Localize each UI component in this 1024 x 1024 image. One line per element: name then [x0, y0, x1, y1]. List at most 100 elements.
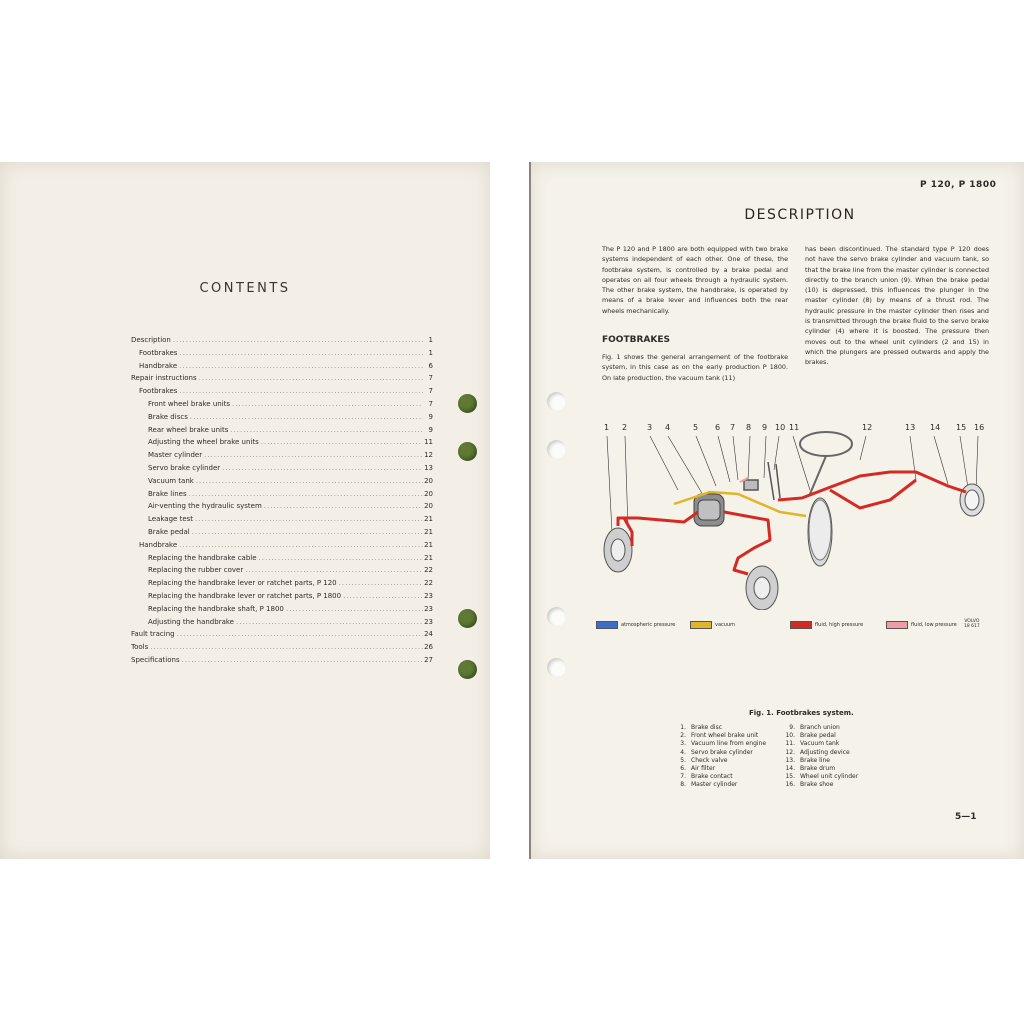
toc-entry: Replacing the rubber cover22 — [131, 565, 433, 575]
part-name: Master cylinder — [691, 781, 738, 789]
part-list-item: 12.Adjusting device — [781, 749, 891, 757]
toc-entry-label: Air-venting the hydraulic system — [148, 502, 262, 511]
part-number: 9. — [789, 724, 795, 731]
toc-entry-page: 23 — [424, 592, 433, 600]
binder-hole — [547, 392, 566, 411]
toc-entry-label: Front wheel brake units — [148, 400, 231, 408]
part-number: 11. — [785, 740, 795, 748]
toc-entry: Footbrakes1 — [131, 348, 433, 358]
diagram-callout-number: 15 — [956, 423, 967, 432]
toc-entry-page: 24 — [424, 630, 433, 639]
binder-hole — [547, 658, 566, 677]
toc-entry-label: Brake discs — [148, 412, 188, 421]
toc-entry-page: 13 — [424, 464, 433, 472]
toc-entry-label: Footbrakes — [139, 387, 178, 396]
toc-entry-page: 27 — [424, 656, 433, 664]
legend-high-pressure: fluid, high pressure — [790, 620, 863, 630]
toc-entry-page: 1 — [428, 336, 433, 344]
part-list-item: 13. Brake line — [781, 757, 891, 765]
diagram-callout-number: 5 — [693, 423, 699, 432]
rear-right-drum — [959, 483, 985, 517]
toc-entry-page: 20 — [424, 489, 433, 498]
brake-lines-high-pressure — [616, 470, 967, 576]
vacuum-tank — [808, 499, 832, 561]
toc-entry-page: 7 — [428, 400, 433, 408]
toc-entry-label: Adjusting the wheel brake units — [148, 438, 259, 447]
part-list-item: 8.Master cylinder — [672, 781, 782, 789]
toc-entry: Repair instructions7 — [131, 373, 433, 383]
toc-entry-page: 11 — [424, 438, 433, 447]
toc-entry-page: 23 — [424, 604, 433, 613]
diagram-callout-number: 7 — [730, 423, 736, 432]
toc-entry-label: Replacing the handbrake shaft, P 1800 — [148, 604, 284, 613]
toc-entry: Description 1 — [131, 335, 433, 345]
binder-hole — [458, 442, 477, 461]
toc-entry-label: Vacuum tank — [148, 476, 194, 485]
toc-entry: Vacuum tank20 — [131, 476, 433, 486]
toc-entry-label: Brake pedal — [148, 528, 190, 536]
toc-leader-dots — [286, 604, 423, 614]
model-header: P 120, P 1800 — [920, 180, 997, 190]
toc-entry-label: Leakage test — [148, 515, 194, 524]
toc-entry-page: 21 — [424, 540, 433, 549]
toc-entry-page: 6 — [428, 361, 433, 370]
part-list-item: 2.Front wheel brake unit — [672, 732, 782, 740]
toc-leader-dots — [195, 514, 423, 524]
diagram-callout-number: 11 — [789, 423, 800, 432]
part-number: 4. — [680, 748, 686, 756]
diagram-callout-number: 12 — [862, 423, 873, 432]
toc-leader-dots — [339, 578, 423, 588]
toc-entry-page: 9 — [428, 412, 433, 421]
toc-entry-label: Description — [131, 336, 171, 344]
part-name: Brake line — [800, 756, 830, 764]
toc-entry: Specifications27 — [131, 655, 433, 665]
toc-entry: Replacing the handbrake shaft, P 1800 23 — [131, 604, 433, 614]
part-name: Front wheel brake unit — [691, 732, 759, 740]
diagram-callout-number: 3 — [647, 423, 653, 432]
toc-entry-label: Master cylinder — [148, 451, 203, 460]
page-title: DESCRIPTION — [744, 207, 856, 223]
toc-leader-dots — [261, 437, 423, 447]
diagram-callout-number: 8 — [746, 423, 752, 432]
master-cylinder-pedal — [743, 461, 781, 501]
part-name: Wheel unit cylinder — [800, 773, 859, 781]
intro-paragraph: The P 120 and P 1800 are both equipped w… — [602, 245, 788, 315]
toc-entry-page: 7 — [428, 374, 433, 383]
toc-entry: Footbrakes7 — [131, 386, 433, 396]
toc-entry-page: 12 — [424, 451, 433, 460]
binder-hole — [547, 607, 566, 626]
toc-entry: Adjusting the wheel brake units 11 — [131, 437, 433, 447]
footbrakes-paragraph: Fig. 1 shows the general arrangement of … — [602, 353, 788, 382]
toc-entry-label: Fault tracing — [131, 630, 175, 639]
part-list-item: 15.Wheel unit cylinder — [781, 773, 891, 781]
part-number: 13. — [785, 756, 795, 764]
diagram-callout-number: 2 — [622, 423, 628, 432]
toc-entry-label: Replacing the handbrake lever or ratchet… — [148, 592, 342, 600]
page-number: 5—1 — [955, 812, 977, 822]
diagram-callout-number: 6 — [715, 423, 721, 432]
low-pressure-line — [739, 477, 749, 483]
toc-entry-label: Rear wheel brake units — [148, 425, 229, 434]
toc-entry: Rear wheel brake units9 — [131, 425, 433, 435]
section-heading: FOOTBRAKES — [602, 335, 670, 345]
toc-entry-label: Replacing the handbrake lever or ratchet… — [148, 579, 337, 588]
legend-swatch-atmospheric — [596, 621, 618, 629]
diagram-callout-number: 1 — [604, 423, 610, 432]
right-column-paragraph: has been discontinued. The standard type… — [805, 245, 989, 367]
toc-leader-dots — [179, 386, 423, 396]
toc-entry: Master cylinder 12 — [131, 450, 433, 460]
diagram-callout-number: 10 — [775, 423, 786, 432]
toc-leader-dots — [196, 476, 423, 486]
legend-label: atmospheric pressure — [621, 622, 676, 628]
front-right-wheel — [745, 565, 779, 610]
part-number: 6. — [680, 764, 686, 772]
toc-leader-dots — [222, 463, 423, 473]
toc-leader-dots — [150, 642, 423, 652]
part-list-item: 3.Vacuum line from engine — [672, 740, 782, 748]
part-number: 12. — [785, 748, 795, 756]
part-name: Vacuum tank — [800, 740, 840, 748]
part-name: Check valve — [691, 756, 728, 764]
toc-leader-dots — [189, 489, 423, 499]
part-number: 14. — [785, 764, 795, 772]
